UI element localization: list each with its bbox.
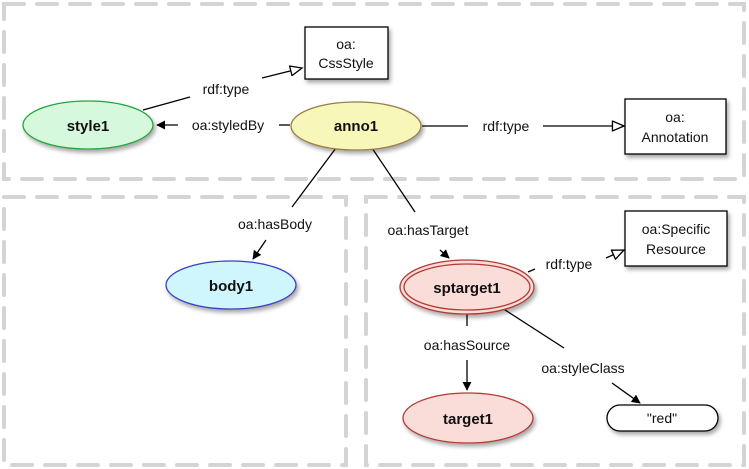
target-region <box>364 195 746 467</box>
node-sptarget1[interactable]: sptarget1 <box>399 259 535 315</box>
edge-label-rdf-type: rdf:type <box>203 81 250 97</box>
edge-sp-type: rdf:type <box>527 250 624 273</box>
node-body1[interactable]: body1 <box>165 260 297 310</box>
edge-label-has-target: oa:hasTarget <box>388 222 469 238</box>
node-label: target1 <box>443 411 493 428</box>
literal-red[interactable]: "red" <box>606 404 719 432</box>
class-box-line1: oa: <box>336 36 355 52</box>
class-box-line2: Annotation <box>642 129 709 145</box>
class-box-specific-resource[interactable]: oa:Specific Resource <box>624 210 728 267</box>
literal-label: "red" <box>647 410 677 426</box>
edge-label-has-source: oa:hasSource <box>424 337 511 353</box>
edge-label-rdf-type: rdf:type <box>483 118 530 134</box>
class-box-line2: CssStyle <box>318 55 373 71</box>
annotation-region <box>2 2 746 181</box>
body-region <box>2 195 348 467</box>
edge-style-type: rdf:type <box>142 68 302 111</box>
node-label: style1 <box>67 118 110 135</box>
edge-has-body: oa:hasBody <box>238 147 337 260</box>
node-label: body1 <box>209 278 253 295</box>
class-box-line1: oa:Specific <box>642 221 710 237</box>
edge-has-source: oa:hasSource <box>424 312 511 391</box>
class-box-line2: Resource <box>646 241 706 257</box>
edge-label-rdf-type: rdf:type <box>546 256 593 272</box>
class-box-cssstyle[interactable]: oa: CssStyle <box>304 26 389 80</box>
node-label: anno1 <box>334 118 378 135</box>
node-style1[interactable]: style1 <box>22 100 154 150</box>
class-box-line1: oa: <box>665 109 684 125</box>
node-anno1[interactable]: anno1 <box>290 101 422 151</box>
edge-anno-type: rdf:type <box>422 118 624 134</box>
edge-label-style-class: oa:styleClass <box>541 360 624 376</box>
node-label: sptarget1 <box>433 280 501 297</box>
node-target1[interactable]: target1 <box>402 392 534 444</box>
edge-label-styled-by: oa:styledBy <box>192 117 264 133</box>
edge-styled-by: oa:styledBy <box>156 117 290 133</box>
edge-style-class: oa:styleClass <box>501 307 641 404</box>
edge-label-has-body: oa:hasBody <box>238 216 312 232</box>
class-box-annotation[interactable]: oa: Annotation <box>624 98 727 155</box>
edge-has-target: oa:hasTarget <box>371 147 469 259</box>
